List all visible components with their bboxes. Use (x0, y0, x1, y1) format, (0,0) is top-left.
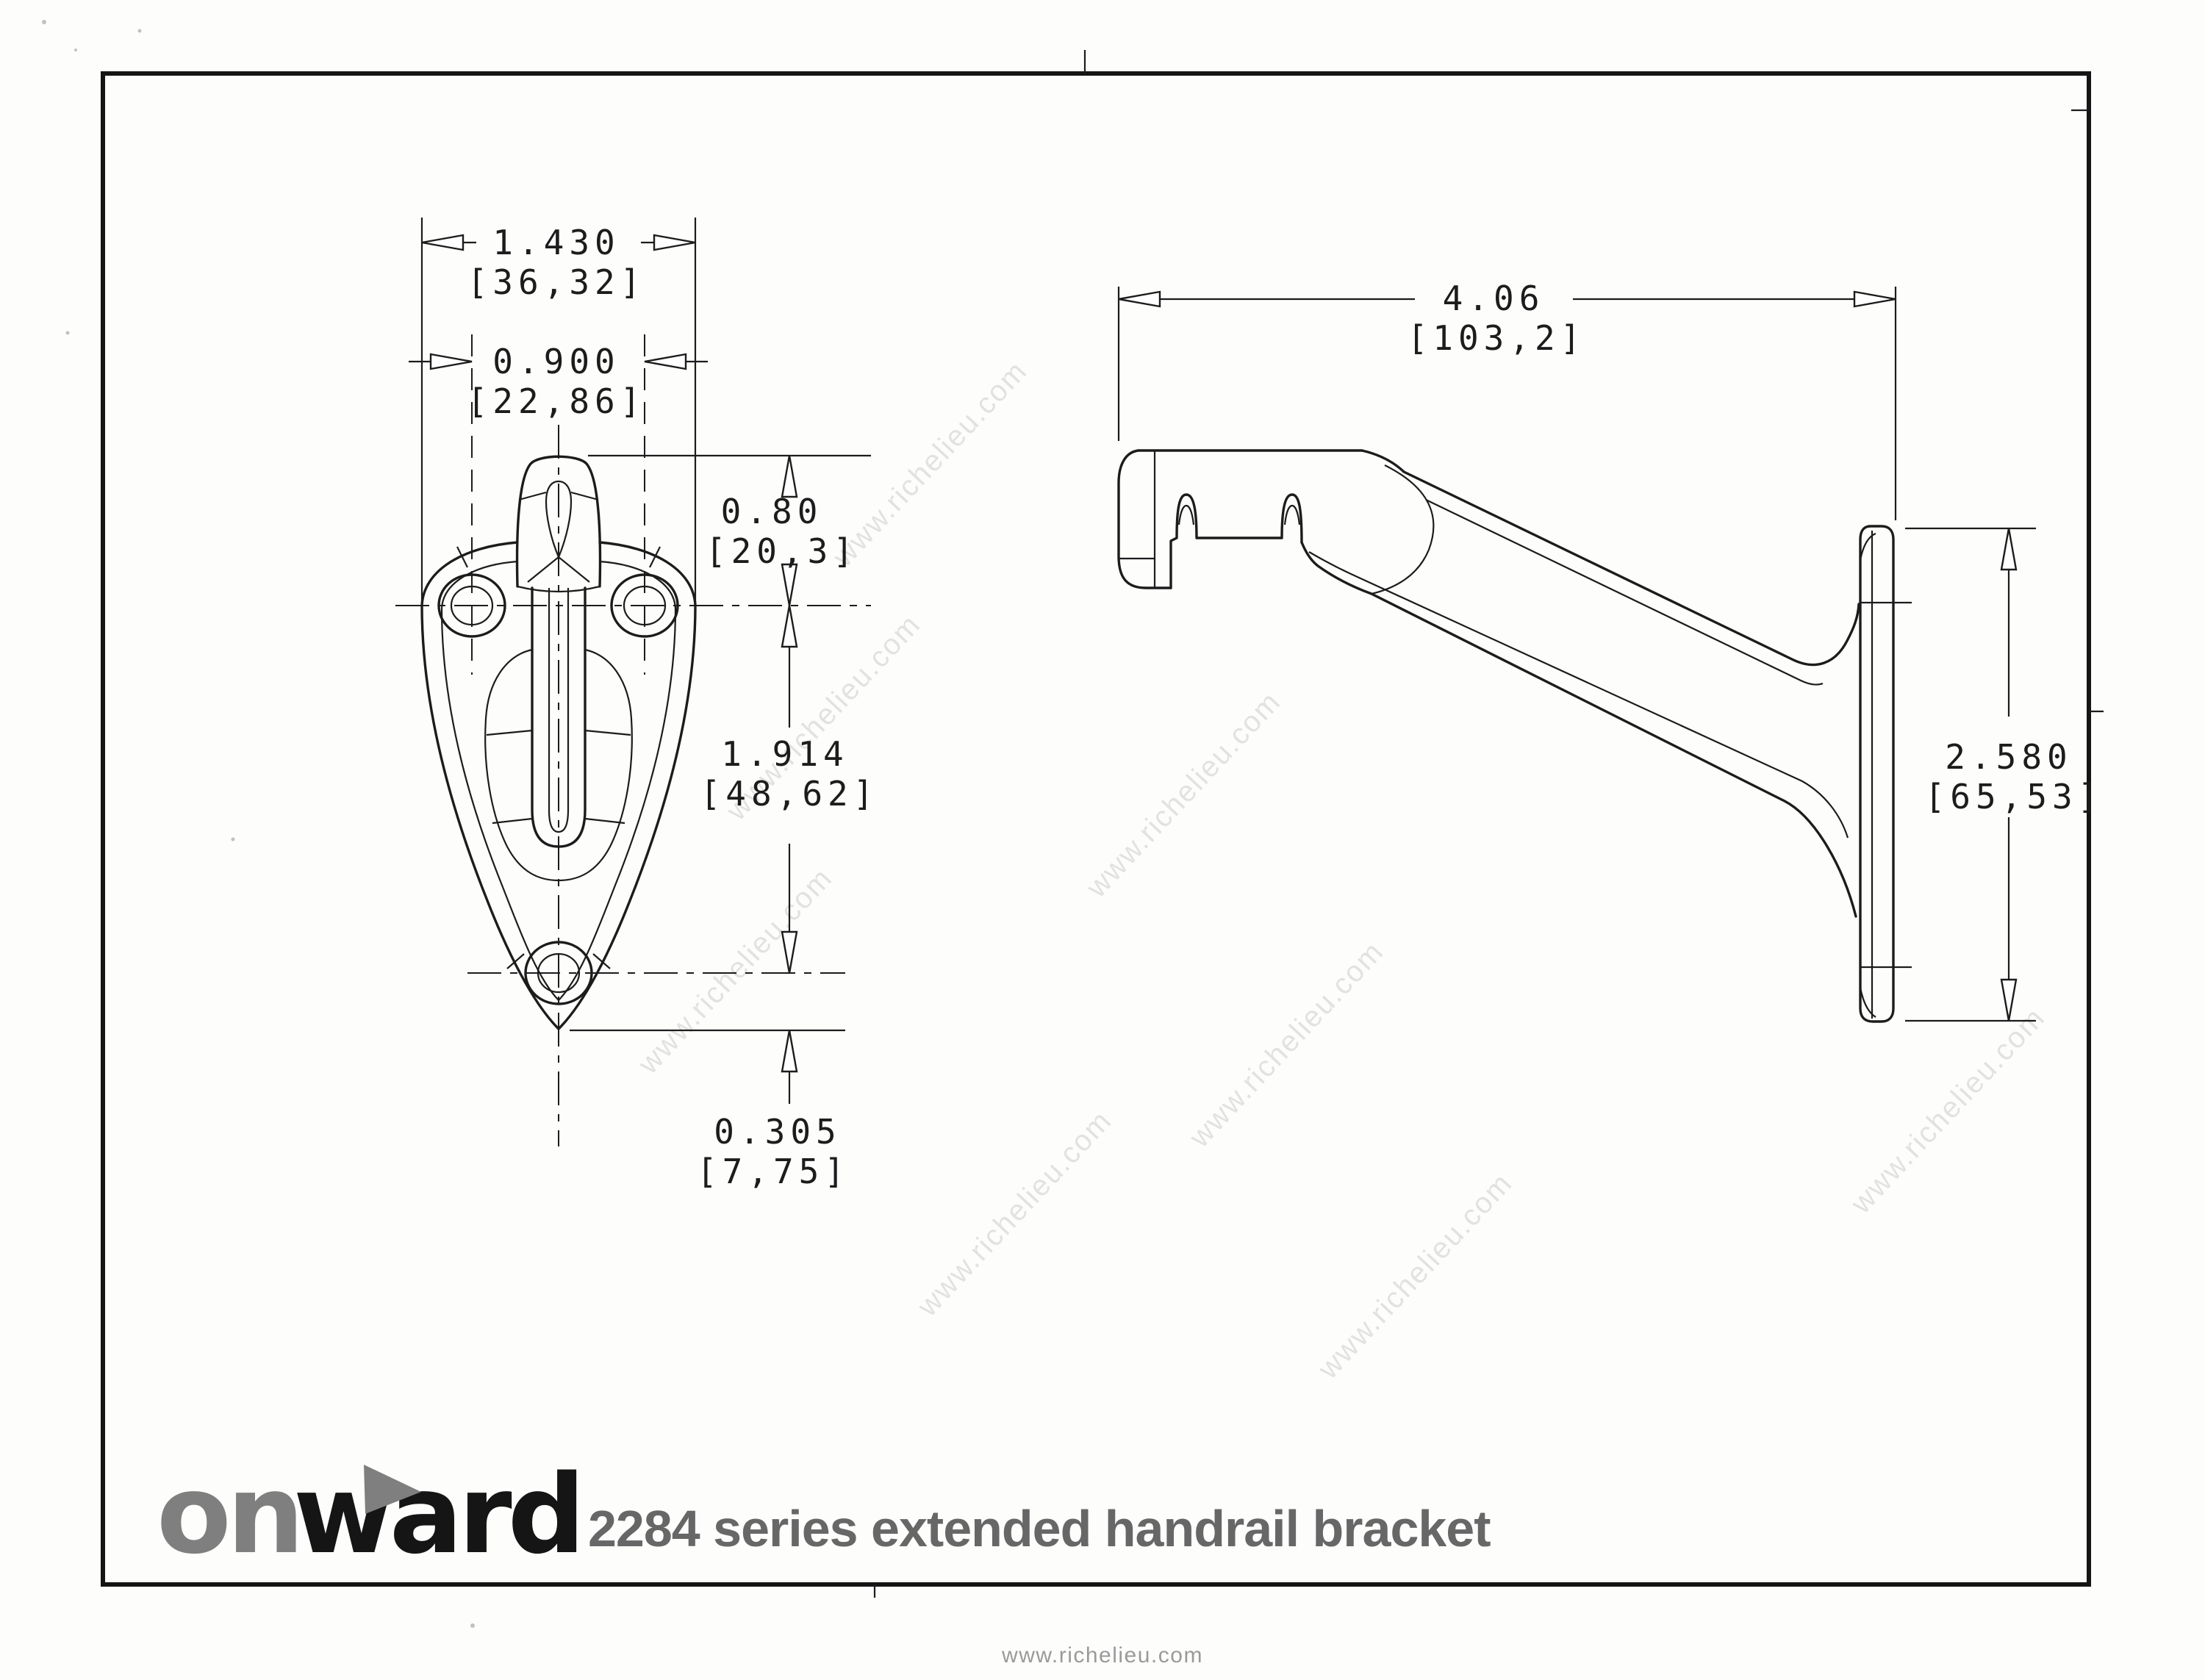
brand-logo-ward: ward (293, 1451, 581, 1578)
side-view: 4.06 [103,2] 2.580 [65,53] (1117, 279, 2104, 1023)
dimension-projection: 4.06 [103,2] (1117, 279, 1897, 520)
front-view: 1.430 [36,32] 0.900 [22,86] 0.80 [20,3] (395, 218, 879, 1191)
knob-slot (545, 480, 573, 559)
brand-logo-on: on (157, 1451, 300, 1578)
screw-hole-bottom (524, 941, 593, 1005)
dim-value-in: 2.580 (1945, 737, 2072, 777)
page-title: 2284 series extended handrail bracket (588, 1500, 1491, 1557)
dim-value-mm: [48,62] (700, 774, 879, 814)
chamfer-mark (506, 953, 525, 969)
brand-arrow-icon (364, 1465, 421, 1514)
dim-value-mm: [22,86] (467, 381, 646, 421)
watermark-text: www.richelieu.com (1844, 1002, 2051, 1221)
chamfer-mark (456, 546, 468, 568)
dimension-hole-spacing: 0.900 [22,86] (409, 342, 708, 421)
chamfer-mark (592, 953, 611, 969)
notch-inner-arc (1177, 504, 1195, 525)
watermark-text: www.richelieu.com (1080, 686, 1287, 905)
dim-value-mm: [103,2] (1408, 318, 1586, 358)
dim-value-in: 1.914 (721, 734, 848, 774)
dimension-tip-offset: 0.305 [7,75] (570, 1029, 850, 1191)
title-block: on ward 2284 series extended handrail br… (157, 1451, 1491, 1578)
dimension-hole-span: 1.914 [48,62] (700, 605, 879, 974)
dimension-plate-height: 2.580 [65,53] (1905, 527, 2104, 1022)
watermark-text: www.richelieu.com (1183, 936, 1390, 1155)
dim-value-in: 0.900 (492, 342, 620, 381)
dim-value-in: 1.430 (492, 223, 620, 262)
watermark-text: www.richelieu.com (631, 862, 839, 1081)
watermark-text: www.richelieu.com (1311, 1167, 1519, 1386)
arm-end-knob (515, 455, 602, 593)
dim-value-mm: [36,32] (467, 262, 646, 302)
dim-value-in: 4.06 (1443, 279, 1545, 318)
screw-hole-top-left (437, 573, 506, 638)
notch-inner-arc (1283, 504, 1301, 525)
dim-value-in: 0.305 (714, 1112, 841, 1152)
dimension-plate-width: 1.430 [36,32] (420, 218, 697, 603)
chamfer-mark (649, 546, 661, 568)
wall-plate-outline (420, 541, 697, 1030)
arm-transition-arc (1371, 464, 1435, 595)
dim-value-in: 0.80 (721, 492, 823, 531)
dimension-knob-offset: 0.80 [20,3] (588, 454, 871, 606)
page-border (101, 50, 2104, 1598)
screw-hole-top-right (610, 573, 679, 638)
recess-pocket (484, 648, 633, 882)
dim-value-mm: [65,53] (1925, 777, 2104, 816)
saddle-outline (1117, 449, 1363, 589)
dim-value-mm: [7,75] (697, 1152, 850, 1191)
dim-value-mm: [20,3] (706, 531, 858, 571)
arm-outline (1300, 449, 1860, 918)
side-wall-plate (1859, 525, 1912, 1023)
arm-stem (531, 586, 587, 848)
scan-specks (42, 20, 475, 1628)
watermark-text: www.richelieu.com (911, 1105, 1118, 1324)
footer-url: www.richelieu.com (1001, 1643, 1203, 1668)
